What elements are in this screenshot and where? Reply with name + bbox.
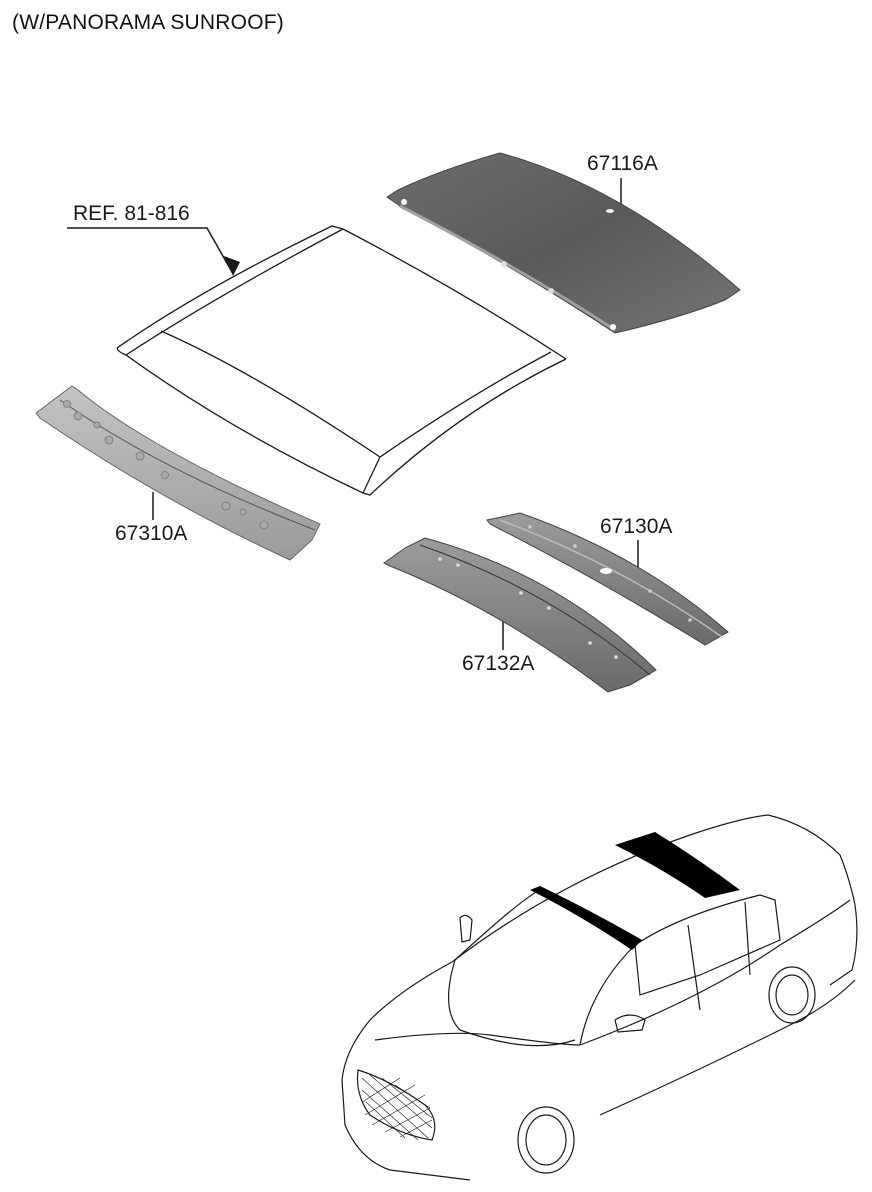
part-67116a-rear-roof-panel: [386, 152, 741, 334]
grille-pattern: [361, 1074, 433, 1141]
part-label-67116a[interactable]: 67116A: [587, 152, 658, 175]
roof-glass-outline: [116, 225, 567, 496]
diagram-title: (W/PANORAMA SUNROOF): [12, 11, 284, 34]
ref-label-81-816[interactable]: REF. 81-816: [73, 202, 190, 225]
part-label-67132a[interactable]: 67132A: [462, 652, 535, 675]
ref-arrowhead-icon: [224, 256, 240, 276]
car-front-rail-highlight: [530, 886, 642, 950]
part-67130a-center-roof-bow: [486, 512, 729, 646]
leader-lines: [67, 178, 639, 650]
part-67310a-front-roof-rail: [35, 385, 321, 561]
part-label-67310a[interactable]: 67310A: [115, 522, 188, 545]
ref-leader-line: [67, 227, 233, 273]
car-locator-illustration: [341, 814, 858, 1181]
part-label-67130a[interactable]: 67130A: [600, 515, 673, 538]
car-rear-rail-highlight: [615, 832, 740, 898]
part-67132a-rear-roof-rail: [383, 537, 657, 693]
